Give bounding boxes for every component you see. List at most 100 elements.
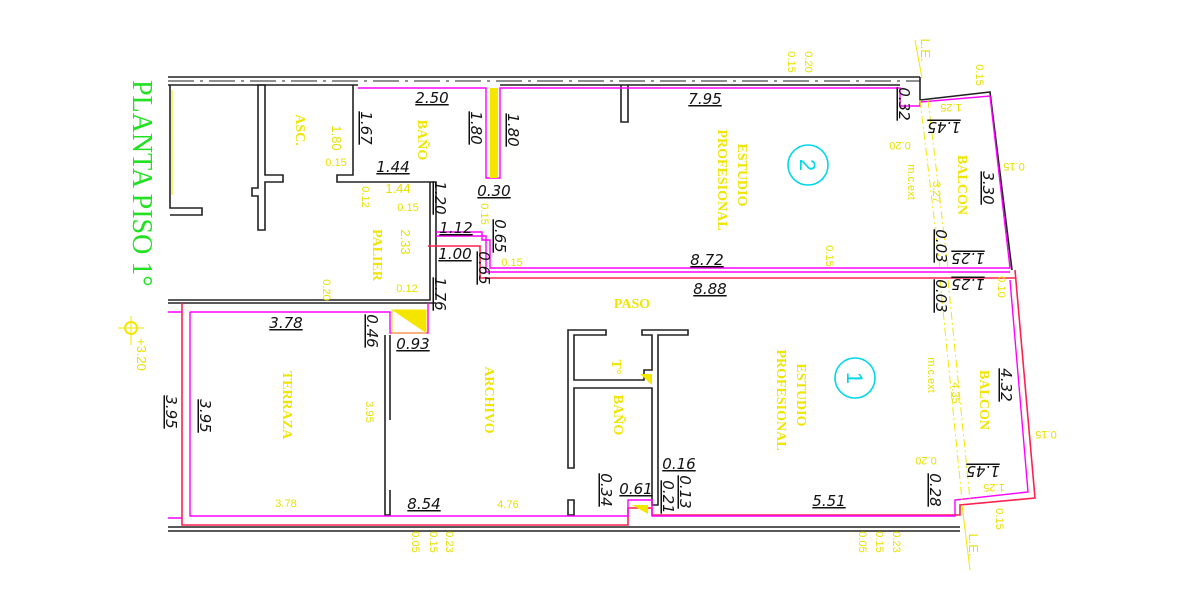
unit-number: 2 [795, 159, 820, 171]
minor-dimension: 0.15 [1035, 428, 1056, 440]
unit-number: 1 [842, 372, 867, 384]
minor-dimensions: 1.80 0.15 0.12 1.44 0.15 2.33 0.15 0.15 … [275, 38, 1056, 556]
room-label: ESTUDIO [793, 363, 808, 426]
minor-dimension: 4.76 [497, 499, 518, 511]
dimension-label: 1.80 [467, 111, 485, 144]
minor-dimension: 0.12 [359, 186, 371, 207]
dimension-label: 0.28 [926, 473, 944, 506]
minor-dimension: L.E. [918, 38, 933, 61]
minor-dimension: 0.15 [325, 157, 346, 169]
dimension-label: 0.34 [597, 473, 615, 506]
minor-dimension: 4.35 [949, 382, 961, 403]
room-label: PASO [614, 297, 650, 312]
minor-dimension: L.E. [966, 533, 981, 556]
dimension-label: 8.54 [407, 495, 440, 513]
minor-dimension: 0.15 [993, 508, 1005, 529]
minor-dimension: 0.15 [785, 51, 797, 72]
minor-dimension: m.c.ext [905, 164, 917, 199]
dimension-label: 1.45 [927, 118, 960, 136]
minor-dimension: 0.15 [501, 257, 522, 269]
room-label: PALIER [369, 229, 384, 282]
minor-dimension: 1.25 [940, 101, 961, 113]
dimension-label: 8.88 [693, 280, 726, 298]
dimension-label: 3.30 [979, 171, 997, 204]
room-labels: ESTUDIO PROFESIONAL ESTUDIO PROFESIONAL … [279, 114, 991, 450]
minor-dimension: m.c.ext [925, 357, 937, 392]
dimension-label: 3.95 [196, 399, 214, 432]
room-label: BAÑO [414, 120, 432, 161]
minor-dimension: 1.80 [329, 125, 344, 150]
dimension-label: 1.45 [966, 462, 999, 480]
unit-2-marker: 2 [787, 144, 829, 186]
minor-dimension: 0.23 [890, 531, 902, 552]
dimension-label: 0.16 [662, 455, 695, 473]
minor-dimension: 0.15 [427, 531, 439, 552]
minor-dimension: 0.20 [802, 51, 814, 72]
room-label: BAÑO [610, 395, 628, 436]
dimension-label: 0.13 [676, 475, 694, 508]
dimension-label: 1.80 [504, 113, 522, 146]
dimension-label: 3.95 [162, 395, 180, 428]
room-label: PROFESIONAL [714, 129, 729, 230]
dimensions: 2.50 7.95 1.67 1.80 1.80 1.44 0.30 1.20 … [162, 87, 1015, 513]
dimension-label: 0.65 [491, 219, 509, 252]
minor-dimension: 0.15 [823, 245, 835, 266]
dimension-label: 0.32 [895, 87, 913, 120]
dimension-label: 0.65 [475, 251, 493, 284]
dimension-label: 1.25 [951, 249, 984, 267]
plan-title: PLANTA PISO 1° [126, 80, 157, 287]
dimension-label: 8.72 [690, 251, 723, 269]
minor-dimension: 0.20 [889, 139, 910, 151]
dimension-label: 1.12 [439, 219, 472, 237]
dimension-label: 0.30 [477, 182, 510, 200]
room-label: ARCHIVO [481, 366, 496, 433]
dimension-label: 4.32 [997, 368, 1015, 401]
minor-dimension: 3.95 [363, 401, 375, 422]
room-label: BALCON [976, 370, 991, 430]
room-outlines [168, 87, 1036, 526]
minor-dimension: 0.15 [478, 203, 490, 224]
dimension-label: 1.67 [357, 111, 375, 145]
dimension-label: 0.03 [932, 229, 950, 262]
dimension-label: 1.44 [376, 158, 409, 176]
minor-dimension: 2.33 [398, 229, 413, 254]
room-label: ASC. [292, 114, 307, 146]
dimension-label: 0.21 [659, 480, 677, 513]
minor-dimension: 0.10 [995, 276, 1007, 297]
room-label: PROFESIONAL [773, 349, 788, 450]
minor-dimension: 0.15 [397, 202, 418, 214]
dimension-label: 0.61 [619, 480, 652, 498]
room-label: ESTUDIO [734, 143, 749, 206]
dimension-label: 7.95 [688, 90, 721, 108]
dimension-label: 1.20 [431, 181, 449, 214]
minor-dimension: 0.05 [856, 531, 868, 552]
minor-dimension: 3.27 [930, 181, 942, 202]
room-label: BALCON [954, 155, 969, 215]
minor-dimension: 0.15 [973, 64, 985, 85]
unit-1-marker: 1 [834, 357, 876, 399]
dimension-label: 0.93 [396, 335, 429, 353]
room-label: T° [608, 360, 623, 375]
walls [168, 76, 1013, 532]
guide-lines [171, 39, 971, 571]
minor-dimension: 0.20 [320, 279, 332, 300]
dimension-label: 2.50 [415, 89, 448, 107]
minor-dimension: 0.23 [443, 531, 455, 552]
minor-dimension: 0.15 [873, 531, 885, 552]
room-label: TERRAZA [279, 371, 294, 440]
dimension-label: 1.76 [431, 277, 449, 310]
level-label: +3.20 [134, 338, 149, 371]
minor-dimension: 3.78 [275, 498, 296, 510]
dimension-label: 1.25 [951, 275, 984, 293]
minor-dimension: 0.12 [396, 283, 417, 295]
dimension-label: 0.46 [363, 314, 381, 347]
dimension-label: 5.51 [812, 492, 845, 510]
dimension-label: 1.00 [438, 245, 471, 263]
minor-dimension: 0.05 [409, 531, 421, 552]
minor-dimension: 0.15 [1003, 160, 1024, 172]
minor-dimension: 1.44 [385, 181, 410, 196]
level-marker: +3.20 [118, 316, 149, 371]
minor-dimension: 0.20 [915, 454, 936, 466]
dimension-label: 3.78 [269, 314, 302, 332]
